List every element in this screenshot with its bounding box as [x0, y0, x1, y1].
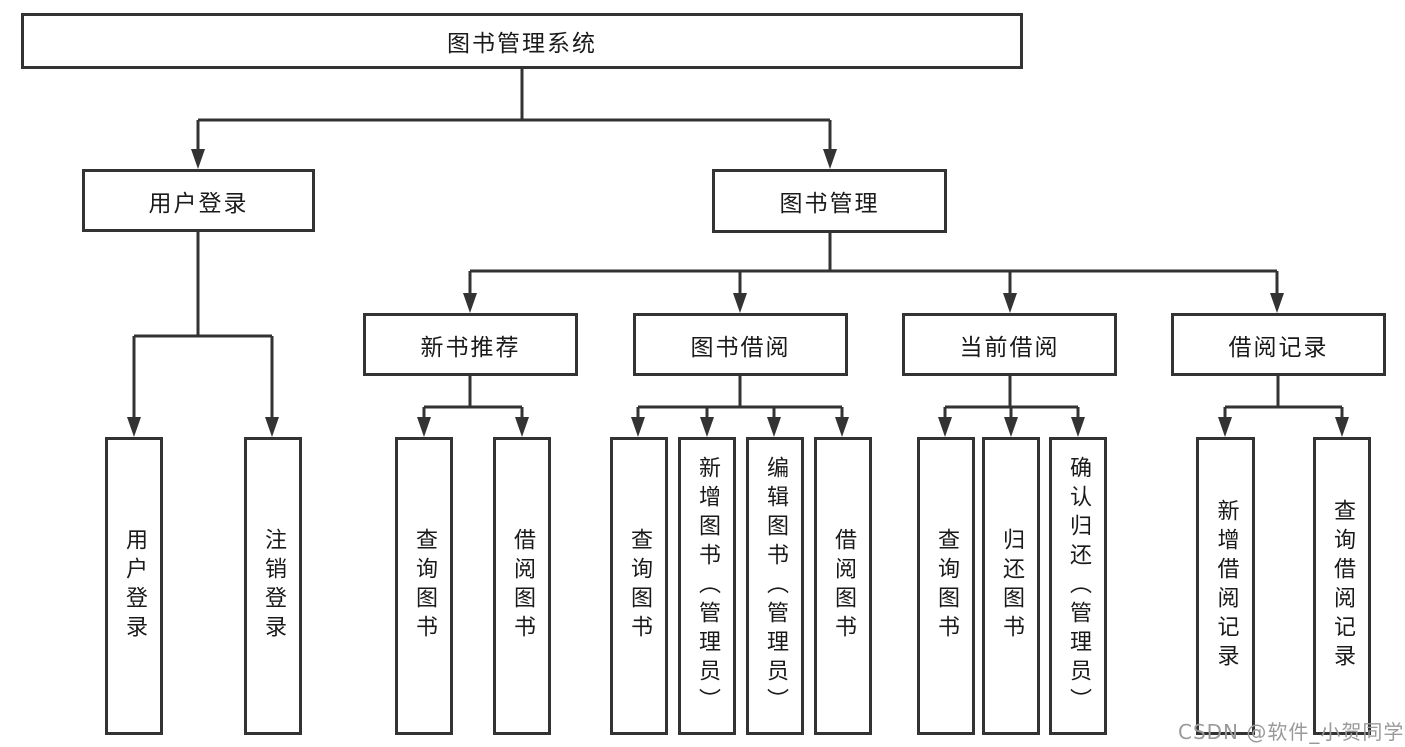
node-label: 用户登录 — [122, 528, 147, 644]
leaf-borrow-books: 借阅图书 — [814, 437, 872, 735]
leaf-user-login: 用户登录 — [105, 437, 163, 735]
node-label: 借阅图书 — [510, 528, 535, 644]
leaf-query-books-borrow: 查询图书 — [610, 437, 668, 735]
node-label: 用户登录 — [148, 190, 249, 217]
node-label: 查询图书 — [627, 528, 652, 644]
node-label: 新增借阅记录 — [1213, 499, 1239, 673]
node-label: 图书管理系统 — [447, 31, 597, 57]
node-label: 新书推荐 — [420, 334, 521, 361]
node-label: 查询图书 — [412, 528, 437, 644]
leaf-add-books-admin: 新增图书（管理员） — [678, 437, 736, 735]
node-label: 归还图书 — [999, 528, 1024, 644]
leaf-return-books: 归还图书 — [982, 437, 1040, 735]
node-library-management-system: 图书管理系统 — [21, 13, 1023, 69]
node-label: 编辑图书（管理员） — [763, 455, 788, 717]
node-label: 注销登录 — [261, 528, 286, 644]
node-book-management: 图书管理 — [712, 169, 947, 233]
csdn-watermark: CSDN @软件_小贺同学 — [1178, 720, 1405, 744]
node-new-book-recommendation: 新书推荐 — [363, 313, 578, 376]
leaf-edit-books-admin: 编辑图书（管理员） — [746, 437, 804, 735]
node-label: 新增图书（管理员） — [695, 455, 720, 717]
node-label: 图书借阅 — [690, 334, 791, 361]
leaf-query-borrow-record: 查询借阅记录 — [1313, 437, 1371, 735]
leaf-logout: 注销登录 — [244, 437, 302, 735]
arrowheads — [127, 149, 1349, 437]
node-borrowing-records: 借阅记录 — [1171, 313, 1386, 376]
node-label: 查询图书 — [934, 528, 959, 644]
node-label: 图书管理 — [779, 191, 880, 217]
node-label: 借阅图书 — [831, 528, 856, 644]
node-current-borrowing: 当前借阅 — [902, 313, 1117, 376]
leaf-add-borrow-record: 新增借阅记录 — [1196, 437, 1255, 735]
node-book-borrowing: 图书借阅 — [633, 313, 848, 376]
leaf-query-books-recommend: 查询图书 — [395, 437, 453, 735]
node-label: 确认归还（管理员） — [1066, 455, 1091, 717]
node-label: 当前借阅 — [959, 334, 1060, 361]
node-user-login: 用户登录 — [82, 169, 315, 232]
leaf-confirm-return-admin: 确认归还（管理员） — [1049, 437, 1107, 735]
leaf-borrow-books-recommend: 借阅图书 — [493, 437, 551, 735]
node-label: 借阅记录 — [1228, 334, 1329, 361]
leaf-query-books-current: 查询图书 — [917, 437, 975, 735]
node-label: 查询借阅记录 — [1330, 499, 1355, 673]
